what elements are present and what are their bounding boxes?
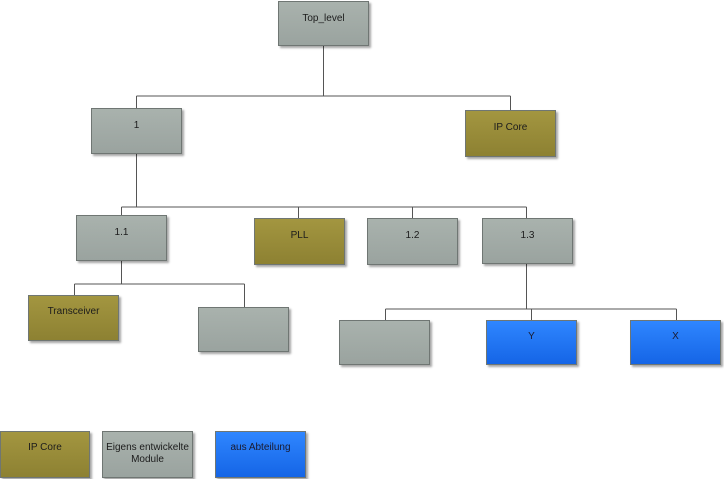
node-1-2-label: 1.2	[405, 230, 420, 241]
node-1-2[interactable]: 1.2	[367, 218, 458, 265]
node-unlabeled-a[interactable]	[198, 307, 289, 352]
node-pll[interactable]: PLL	[254, 218, 345, 265]
edge-1-children	[121, 154, 527, 218]
node-pll-label: PLL	[290, 230, 309, 241]
node-unlabeled-b[interactable]	[339, 320, 430, 365]
legend-department-label: aus Abteilung	[230, 442, 291, 453]
node-1[interactable]: 1	[91, 108, 182, 154]
node-y-label: Y	[528, 331, 535, 342]
node-1-3[interactable]: 1.3	[482, 218, 573, 264]
node-top-level[interactable]: Top_level	[278, 1, 369, 46]
node-transceiver[interactable]: Transceiver	[28, 295, 119, 341]
legend-own-modules-label: Eigens entwickelte Module	[106, 442, 189, 465]
node-1-label: 1	[133, 120, 140, 131]
node-top-level-label: Top_level	[302, 13, 345, 24]
node-ip-core-top-label: IP Core	[493, 122, 528, 133]
edge-1-1-children	[74, 261, 245, 307]
legend-ip-core: IP Core	[0, 431, 90, 478]
legend-ip-core-label: IP Core	[28, 442, 62, 453]
node-1-1[interactable]: 1.1	[76, 215, 167, 261]
edge-top-level-children	[136, 46, 511, 110]
node-x[interactable]: X	[630, 320, 721, 365]
edge-1-3-children	[385, 264, 677, 320]
legend-own-modules: Eigens entwickelte Module	[102, 431, 193, 478]
legend-department: aus Abteilung	[215, 431, 306, 478]
node-1-1-label: 1.1	[114, 227, 129, 238]
node-x-label: X	[672, 331, 679, 342]
node-1-3-label: 1.3	[520, 230, 535, 241]
node-transceiver-label: Transceiver	[47, 306, 100, 317]
node-ip-core-top[interactable]: IP Core	[465, 110, 556, 157]
node-y[interactable]: Y	[486, 320, 577, 365]
